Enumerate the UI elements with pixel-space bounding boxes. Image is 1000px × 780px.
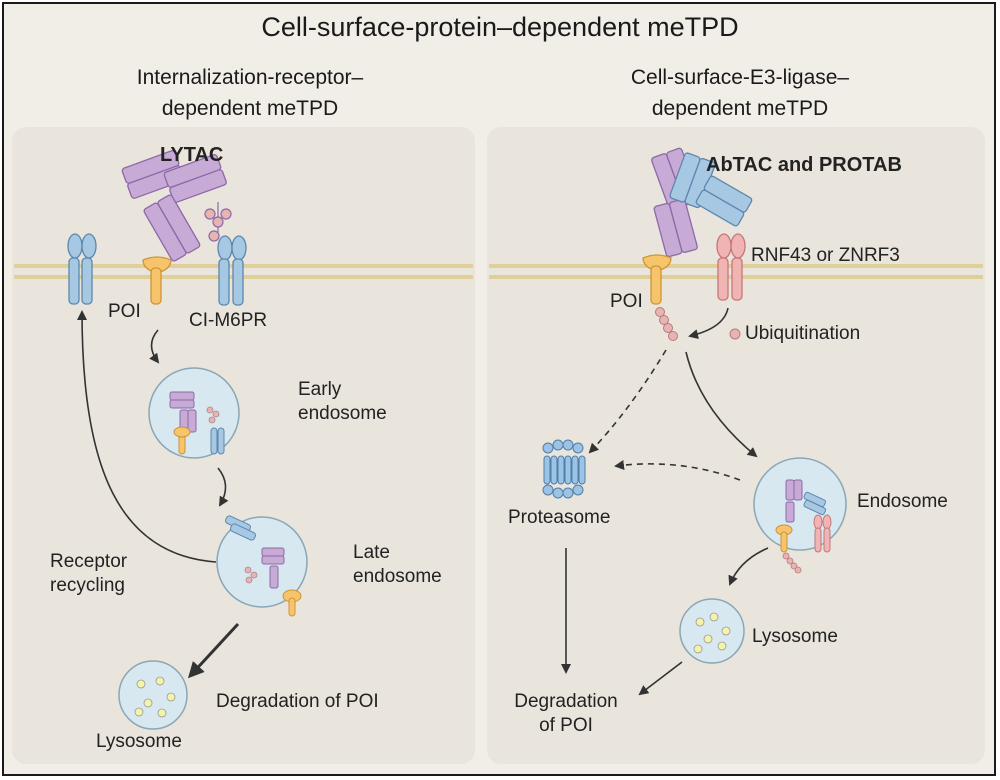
early-endosome-line2: endosome: [298, 403, 387, 424]
right-heading-line1: Cell-surface-E3-ligase–: [630, 66, 850, 89]
arrow-poi-to-early-endosome: [149, 329, 160, 364]
right-poi-label: POI: [610, 291, 643, 312]
arrow-receptor-recycling: [77, 310, 217, 563]
receptor-recycling-label: Receptor recycling: [50, 550, 127, 598]
receptor-recycling-line1: Receptor: [50, 551, 128, 572]
right-degradation-line1: Degradation: [514, 691, 618, 712]
left-heading-line2: dependent meTPD: [161, 97, 339, 120]
figure-title: Cell-surface-protein–dependent meTPD: [261, 12, 739, 42]
ubiquitination-label: Ubiquitination: [745, 323, 861, 344]
right-endosome: [753, 457, 847, 574]
endosome-label: Endosome: [857, 491, 948, 512]
ci-m6pr-label: CI-M6PR: [189, 310, 268, 331]
early-endosome: [148, 367, 240, 459]
left-poi: [142, 256, 172, 305]
lytac-label: LYTAC: [160, 144, 224, 166]
abtac-antibody: [651, 147, 753, 258]
receptor-recycling-line2: recycling: [50, 575, 125, 596]
arrow-endosome-to-proteasome-dashed: [614, 460, 741, 481]
right-heading-line2: dependent meTPD: [651, 97, 829, 120]
left-panel: [12, 127, 475, 764]
m6p-glycan-chain: [204, 202, 232, 242]
left-heading-line1: Internalization-receptor–: [136, 66, 364, 89]
ubiquitin-chain: [655, 307, 678, 341]
right-lysosome: [679, 598, 745, 664]
early-endosome-label: Early endosome: [298, 378, 387, 426]
proteasome-label: Proteasome: [508, 507, 611, 528]
arrow-e3-ubiquitination: [688, 307, 729, 340]
late-endosome-label: Late endosome: [353, 541, 442, 589]
late-endosome: [216, 515, 308, 617]
recycled-receptor: [67, 233, 97, 305]
ci-m6pr-receptor: [217, 235, 247, 306]
arrow-lysosome-to-degradation: [638, 661, 683, 696]
left-lysosome-label: Lysosome: [96, 731, 182, 752]
left-lysosome: [118, 660, 188, 730]
left-heading: Internalization-receptor– dependent meTP…: [30, 62, 470, 124]
arrow-poi-to-endosome: [685, 351, 758, 458]
arrow-endosome-to-lysosome: [728, 547, 769, 586]
early-endosome-line1: Early: [298, 379, 342, 400]
late-endosome-line1: Late: [353, 542, 390, 563]
right-degradation-line2: of POI: [539, 715, 593, 736]
right-lysosome-label: Lysosome: [752, 626, 838, 647]
right-degradation-label: Degradation of POI: [506, 690, 626, 738]
left-degradation-label: Degradation of POI: [216, 691, 379, 712]
ubiquitin-legend-dot: [729, 328, 741, 340]
e3-ligase: [716, 233, 746, 301]
arrow-early-to-late-endosome: [217, 467, 229, 507]
right-heading: Cell-surface-E3-ligase– dependent meTPD: [510, 62, 970, 124]
right-poi: [642, 254, 672, 305]
late-endosome-line2: endosome: [353, 566, 442, 587]
left-poi-label: POI: [108, 301, 141, 322]
arrow-late-endosome-to-lysosome: [187, 622, 240, 679]
abtac-protab-label: AbTAC and PROTAB: [706, 154, 902, 176]
proteasome: [542, 439, 586, 499]
arrow-poi-to-proteasome-dashed: [588, 349, 667, 454]
e3-ligase-label: RNF43 or ZNRF3: [751, 245, 900, 266]
lytac-antibody: [121, 150, 227, 262]
